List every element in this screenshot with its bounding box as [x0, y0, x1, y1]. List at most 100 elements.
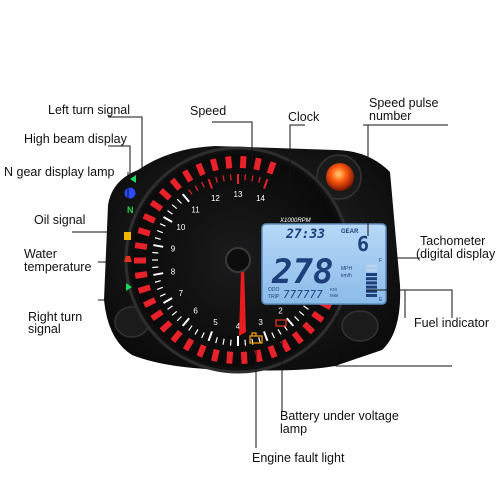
tick-mark: [156, 286, 164, 290]
red-segment: [182, 337, 195, 352]
neutral-gear-icon: N: [127, 205, 134, 215]
red-segment: [137, 227, 151, 237]
fuel-gauge-bars: [366, 264, 377, 297]
red-segment: [195, 162, 206, 177]
tick-mark: [271, 332, 275, 339]
label-clock: Clock: [288, 110, 320, 124]
fuel-bar: [366, 281, 377, 285]
tick-mark: [201, 332, 205, 339]
red-segment: [253, 157, 262, 171]
tick-mark: [194, 185, 199, 192]
tick-mark: [286, 317, 295, 327]
red-segment: [210, 158, 219, 172]
red-segment: [291, 331, 304, 345]
tachometer-needle: [239, 266, 246, 336]
tick-mark: [156, 230, 164, 234]
tick-mark: [188, 189, 193, 195]
dial-number: 14: [256, 194, 265, 203]
red-segment: [196, 344, 207, 358]
lcd-display: 27:33 GEAR 6 278 MPH km/h ODO TRIP 77777…: [261, 223, 387, 305]
red-segment: [182, 169, 194, 183]
dial-number: 2: [278, 307, 283, 316]
indicator-lights: N: [124, 175, 136, 291]
speed-pulse-button[interactable]: [326, 163, 354, 191]
label-water-temperature-line1: Water: [24, 247, 57, 261]
red-segment: [150, 309, 164, 322]
tick-mark: [201, 181, 205, 188]
dial-number: 6: [193, 307, 198, 316]
dial-number: 3: [258, 318, 263, 327]
right-mount-bolt: [341, 310, 379, 342]
tick-mark: [181, 317, 190, 327]
red-segment: [211, 348, 220, 362]
dial-number: 13: [234, 190, 243, 199]
fuel-bar: [366, 268, 377, 272]
tick-mark: [222, 175, 225, 182]
tick-mark: [171, 310, 178, 316]
tick-mark: [229, 174, 232, 181]
fuel-bar: [366, 264, 377, 268]
label-high-beam-display: High beam display: [24, 132, 127, 146]
tick-mark: [215, 337, 218, 344]
red-segment: [158, 188, 172, 201]
tick-mark: [244, 174, 247, 181]
tick-mark: [215, 176, 218, 183]
red-segment: [311, 310, 325, 323]
label-oil-signal: Oil signal: [34, 213, 86, 227]
tick-mark: [207, 331, 213, 342]
tick-mark: [207, 178, 213, 189]
label-right-turn-signal-line1: Right turn: [28, 310, 83, 324]
fuel-bar: [366, 294, 377, 297]
trip-label: TRIP: [268, 294, 280, 300]
label-left-turn-signal: Left turn signal: [48, 103, 130, 117]
tick-mark: [176, 198, 182, 204]
label-engine-fault-light: Engine fault light: [252, 451, 345, 465]
engine-fault-icon: [249, 332, 263, 344]
red-segment: [266, 161, 277, 175]
tick-mark: [294, 316, 300, 322]
tick-mark: [229, 339, 232, 346]
tick-mark: [152, 251, 159, 254]
label-tachometer-line1: Tachometer: [420, 234, 486, 248]
tick-mark: [188, 325, 193, 331]
odo-unit-mile: Mile: [330, 293, 339, 298]
tick-mark: [263, 178, 269, 189]
dial-number: 7: [179, 289, 184, 298]
label-speed-pulse-number-line1: Speed pulse: [369, 96, 439, 110]
red-segment: [225, 156, 233, 169]
tick-mark: [258, 176, 261, 183]
odometer-readout: 777777: [283, 288, 323, 301]
tick-mark: [154, 237, 161, 240]
tick-mark: [171, 204, 178, 210]
red-segment: [149, 199, 164, 212]
tick-mark: [163, 216, 173, 223]
dial-number: 4: [236, 322, 241, 331]
label-speed: Speed: [190, 104, 227, 118]
clock-readout: 27:33: [285, 227, 325, 242]
red-segment: [142, 213, 156, 224]
label-n-gear-display-lamp: N gear display lamp: [4, 165, 115, 179]
red-segment: [254, 349, 263, 363]
gear-label: GEAR: [341, 229, 359, 235]
tick-mark: [152, 266, 159, 269]
red-segment: [159, 320, 173, 333]
tick-mark: [153, 272, 164, 276]
dial-number: 9: [171, 245, 176, 254]
tick-mark: [163, 297, 173, 304]
rpm-unit-label: X1000RPM: [279, 218, 311, 224]
red-segment: [302, 321, 315, 335]
tick-mark: [258, 337, 261, 344]
dial-number: 10: [176, 223, 185, 232]
odo-label: ODO: [268, 287, 280, 293]
red-segment: [240, 351, 248, 364]
red-segment: [267, 345, 278, 359]
fuel-empty-label: E: [379, 297, 383, 303]
tick-mark: [153, 244, 164, 248]
label-battery-under-voltage-line2: lamp: [280, 422, 308, 436]
tick-mark: [298, 310, 305, 316]
tick-mark: [251, 175, 254, 182]
red-segment: [280, 338, 292, 353]
tick-mark: [303, 305, 309, 310]
needle-hub: [225, 247, 251, 273]
